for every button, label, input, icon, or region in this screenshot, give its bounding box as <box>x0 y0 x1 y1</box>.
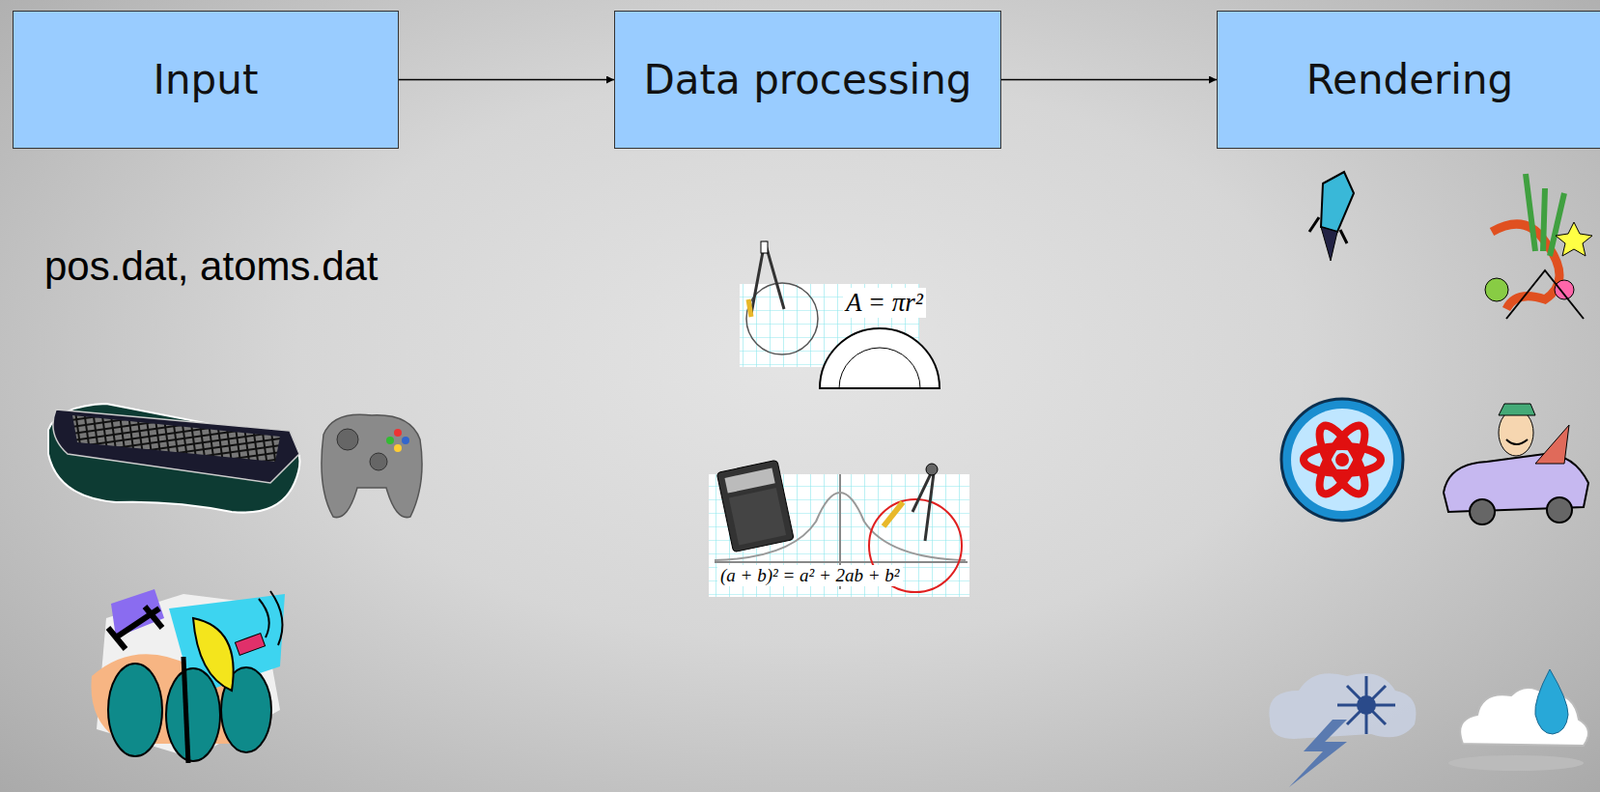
atom-icon <box>1281 398 1404 521</box>
process-box: Input <box>12 10 399 149</box>
flow-arrow <box>398 79 615 82</box>
formula-text: (a + b)² = a² + 2ab + b² <box>717 564 903 587</box>
process-box: Data processing <box>614 10 1002 149</box>
gamepad-icon <box>321 414 422 517</box>
satellite-icon <box>90 589 285 763</box>
calculator-icon <box>708 459 970 597</box>
geometry-icon <box>739 241 940 389</box>
flow-arrow <box>1001 79 1217 82</box>
file-names: pos.dat, atoms.dat <box>44 243 379 290</box>
box-label: Rendering <box>1306 56 1514 104</box>
rocket-icon <box>1309 171 1354 261</box>
formula-text: A = πr² <box>842 287 927 318</box>
box-label: Data processing <box>644 56 973 104</box>
box-label: Input <box>153 56 259 104</box>
storm-icon <box>1268 673 1416 787</box>
keyboard-icon <box>48 403 300 513</box>
party-icon <box>1485 173 1593 319</box>
rain-cloud-icon <box>1448 669 1589 771</box>
car-icon <box>1443 403 1589 525</box>
process-box: Rendering <box>1216 10 1600 149</box>
